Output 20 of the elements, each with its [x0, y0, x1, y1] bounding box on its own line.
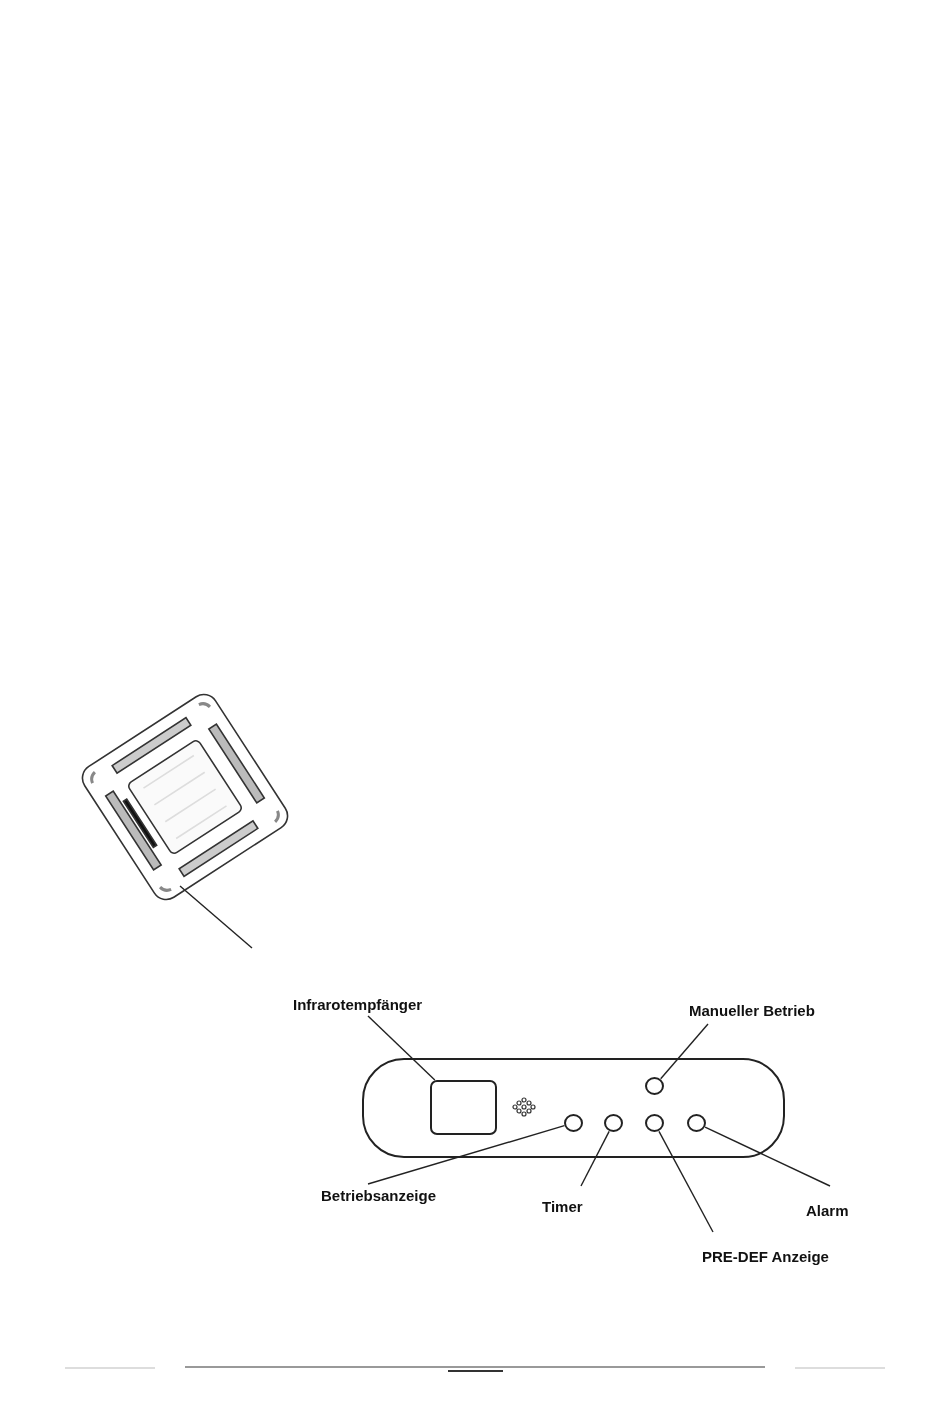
- display-panel: [362, 1058, 785, 1158]
- indicator-light: [604, 1114, 623, 1132]
- part-label: Manueller Betrieb: [689, 1002, 815, 1020]
- leader-line: [580, 1130, 610, 1187]
- leader-line: [660, 1023, 709, 1080]
- leader-line: [704, 1126, 831, 1187]
- part-label: Alarm: [806, 1202, 849, 1220]
- part-label: Infrarotempfänger: [293, 996, 423, 1014]
- part-label: Betriebsanzeige: [321, 1187, 437, 1205]
- receiver-window: [430, 1080, 497, 1135]
- indicator-light: [645, 1114, 664, 1132]
- indicator-light: [687, 1114, 706, 1132]
- leader-line: [179, 885, 253, 949]
- leader-line: [367, 1015, 436, 1081]
- indicator-light: [564, 1114, 583, 1132]
- part-label: PRE-DEF Anzeige: [702, 1248, 829, 1266]
- leader-line: [367, 1125, 566, 1185]
- part-label: Timer: [542, 1198, 583, 1216]
- leader-line: [658, 1130, 714, 1233]
- indicator-light: [645, 1077, 664, 1095]
